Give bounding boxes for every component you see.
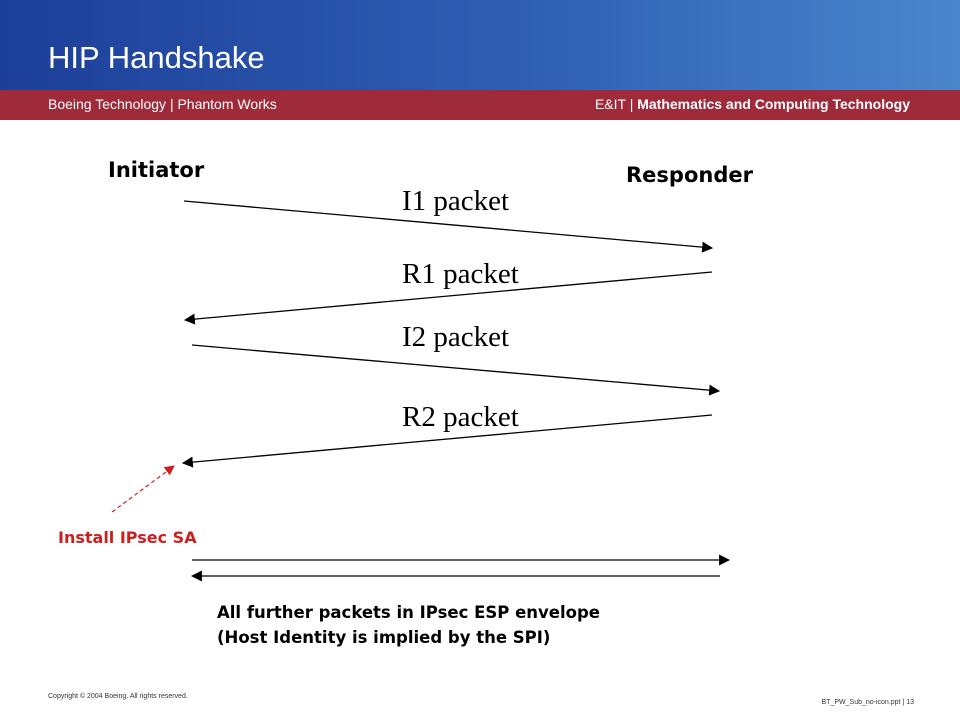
slide-title: HIP Handshake — [48, 40, 265, 75]
further-packets-line-2: (Host Identity is implied by the SPI) — [217, 628, 551, 647]
i1-packet-label: I1 packet — [402, 185, 510, 217]
i2-packet-label: I2 packet — [402, 321, 510, 353]
i2-arrow — [191, 344, 721, 396]
responder-label: Responder — [626, 163, 753, 187]
org-right-prefix: E&IT | — [594, 96, 638, 112]
org-right-text: E&IT | Mathematics and Computing Technol… — [595, 96, 910, 112]
org-right-bold: Mathematics and Computing Technology — [637, 96, 910, 112]
further-packets-note: All further packets in IPsec ESP envelop… — [217, 600, 600, 650]
copyright-text: Copyright © 2004 Boeing. All rights rese… — [48, 693, 188, 700]
r2-arrow — [181, 414, 713, 468]
further-packets-line-1: All further packets in IPsec ESP envelop… — [217, 603, 600, 622]
org-left-text: Boeing Technology | Phantom Works — [48, 96, 277, 112]
r1-arrow — [183, 271, 713, 325]
install-ipsec-sa-note: Install IPsec SA — [58, 528, 197, 547]
initiator-label: Initiator — [108, 158, 205, 182]
file-slide-number: BT_PW_Sub_no-icon.ppt | 13 — [821, 699, 914, 706]
install-pointer-arrow — [111, 465, 175, 513]
r1-packet-label: R1 packet — [402, 258, 519, 290]
header-bar: HIP Handshake — [0, 0, 960, 90]
i1-arrow — [183, 200, 714, 253]
org-band: Boeing Technology | Phantom Works E&IT |… — [0, 90, 960, 120]
r2-packet-label: R2 packet — [402, 401, 519, 433]
